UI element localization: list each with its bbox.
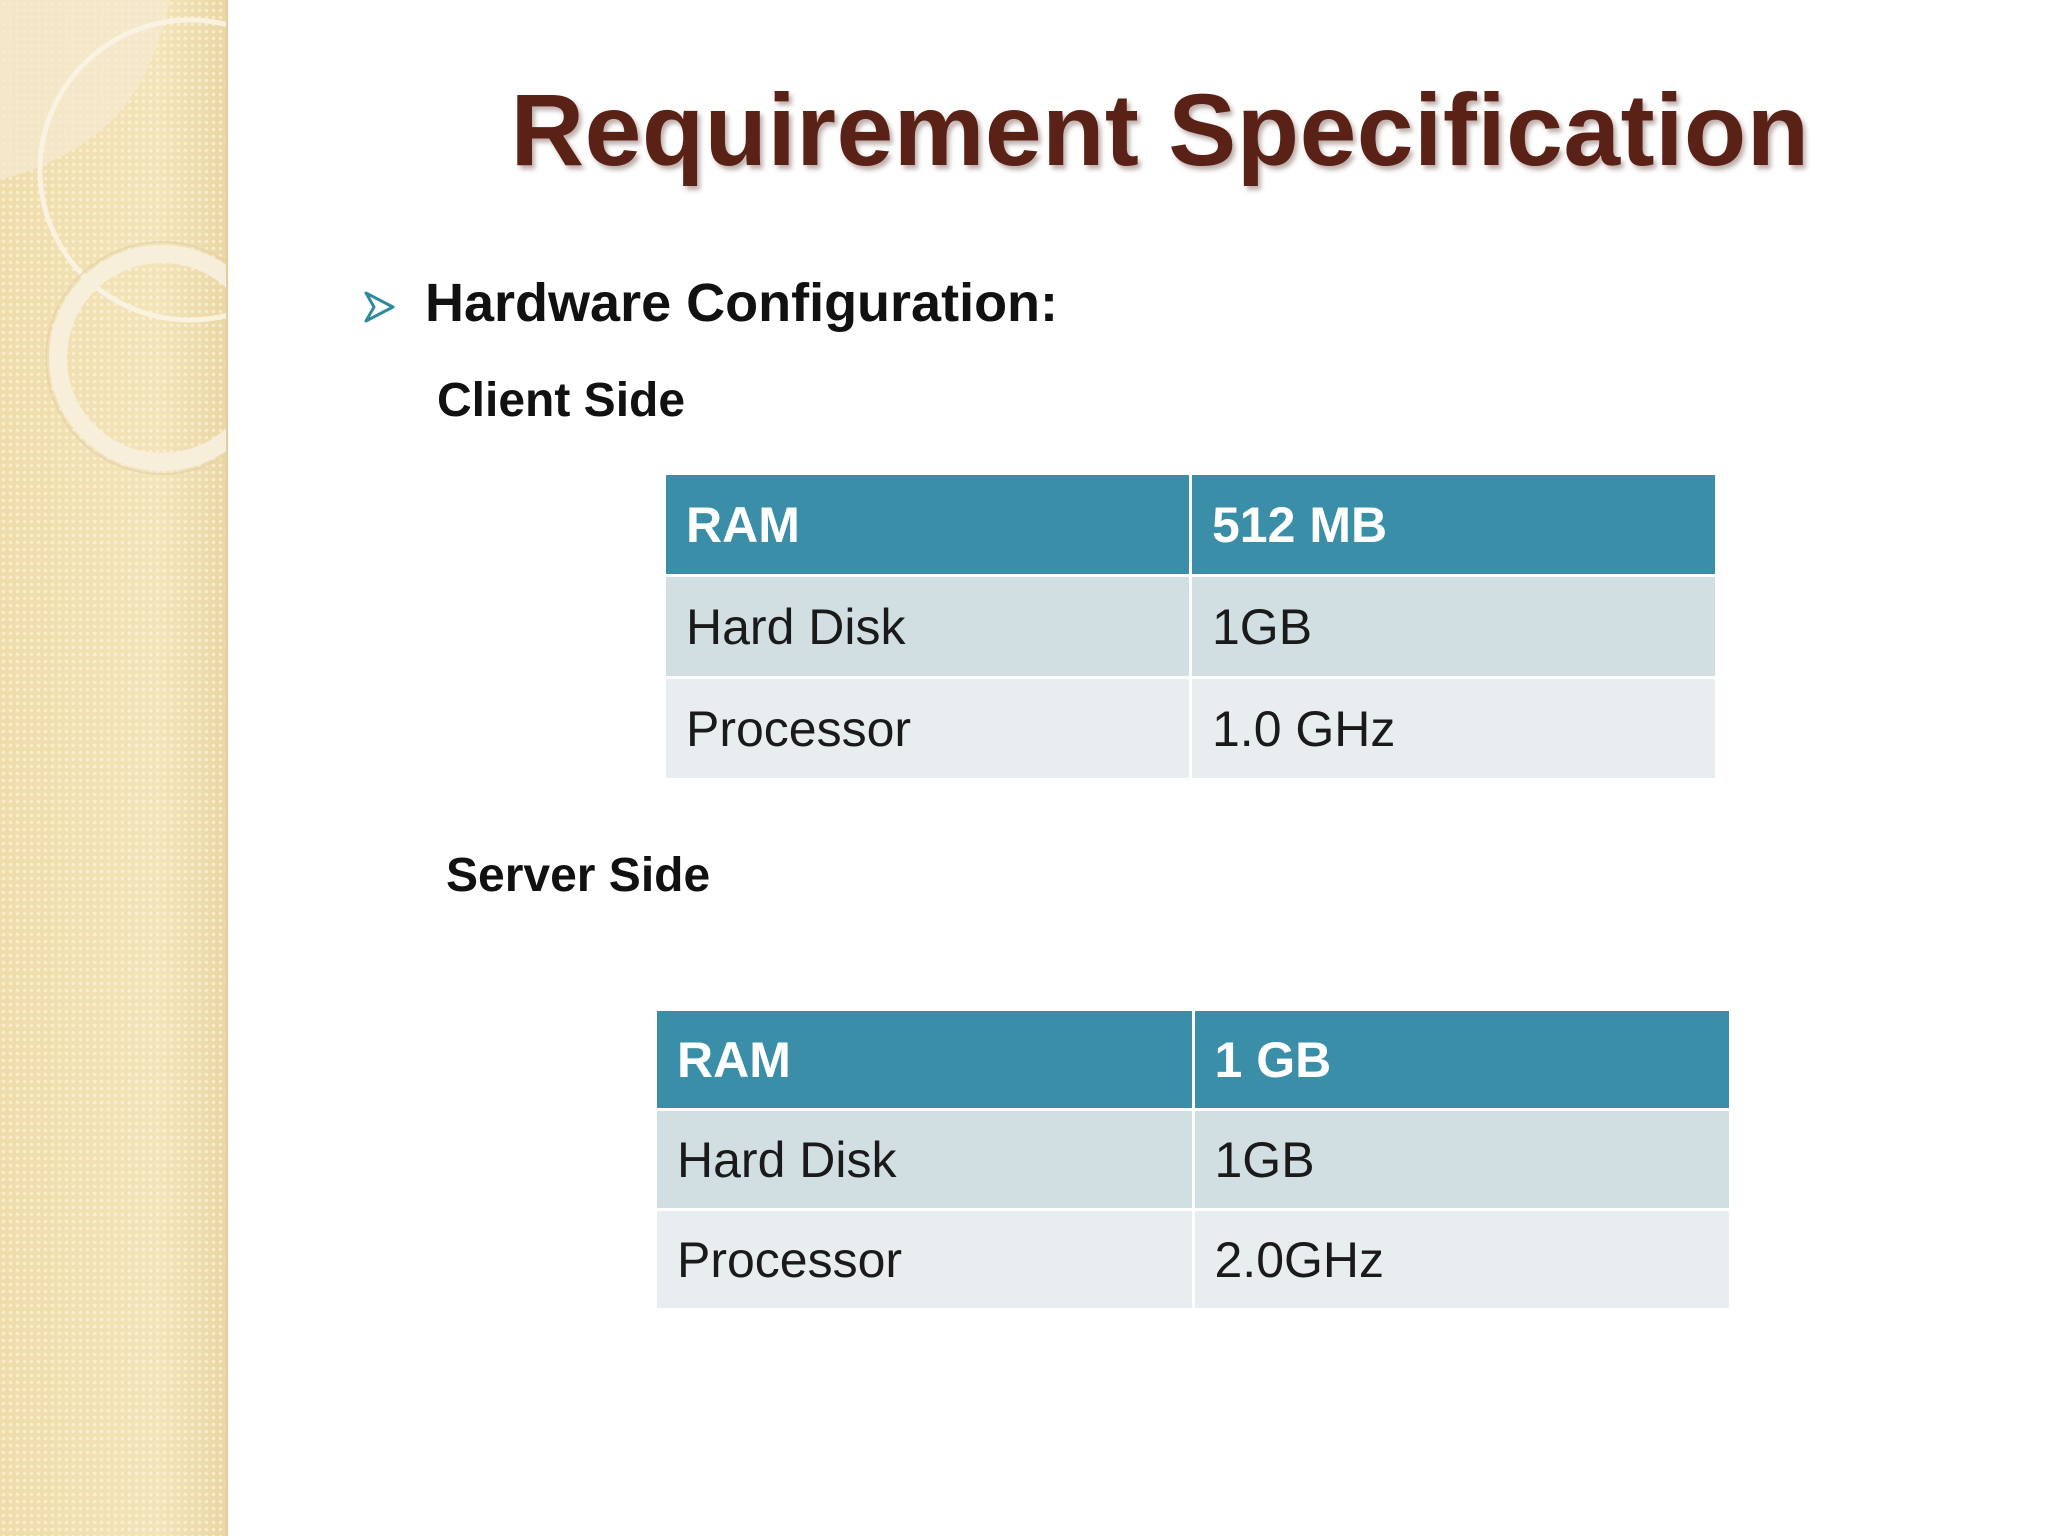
table-cell: 512 MB [1192,475,1715,574]
table-row: Processor 2.0GHz [657,1211,1729,1308]
decorative-rings [0,0,228,475]
table-cell: Hard Disk [657,1111,1192,1208]
arrow-bullet-icon [364,291,395,323]
decorative-sidebar [0,0,228,1536]
table-cell: Processor [666,679,1189,778]
table-cell: 2.0GHz [1194,1211,1729,1308]
table-cell: 1.0 GHz [1192,679,1715,778]
hardware-configuration-heading: Hardware Configuration: [425,273,1059,333]
table-row: Hard Disk 1GB [666,577,1715,676]
table-cell: RAM [666,475,1189,574]
table-header-row: RAM 512 MB [666,475,1715,574]
table-header-row: RAM 1 GB [657,1011,1729,1108]
table-cell: 1GB [1192,577,1715,676]
table-row: Hard Disk 1GB [657,1111,1729,1208]
table-cell: Hard Disk [666,577,1189,676]
table-cell: Processor [657,1211,1192,1308]
table-row: Processor 1.0 GHz [666,679,1715,778]
table-cell: 1 GB [1194,1011,1729,1108]
server-side-table: RAM 1 GB Hard Disk 1GB Processor 2.0GHz [654,1008,1732,1311]
sidebar-edge [226,0,228,1536]
table-cell: 1GB [1194,1111,1729,1208]
server-side-label: Server Side [446,849,711,902]
table-cell: RAM [657,1011,1192,1108]
client-side-label: Client Side [437,374,686,427]
client-side-table: RAM 512 MB Hard Disk 1GB Processor 1.0 G… [663,472,1718,781]
slide-title: Requirement Specification [510,73,1810,187]
